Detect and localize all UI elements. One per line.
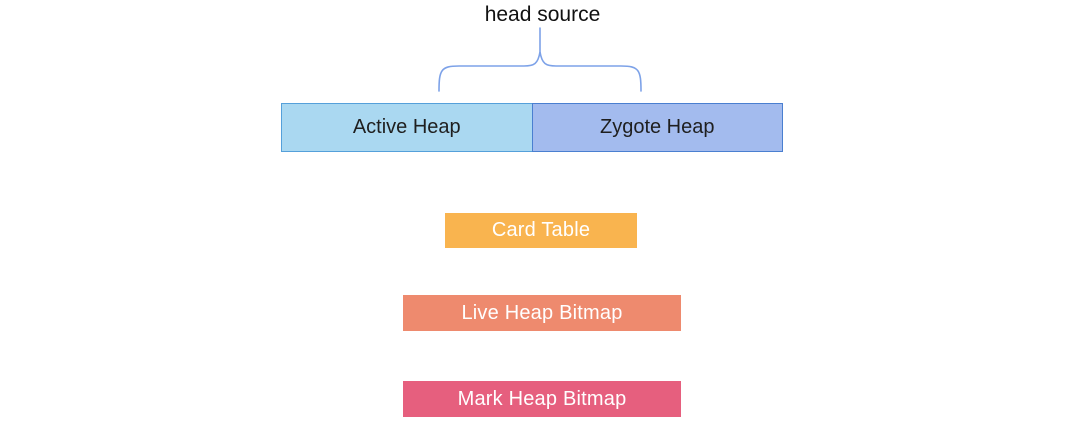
mark-heap-bitmap-bar: Mark Heap Bitmap: [403, 381, 681, 417]
brace-curve: [438, 51, 642, 92]
zygote-heap-box: Zygote Heap: [531, 103, 783, 152]
heap-row: Active Heap Zygote Heap: [281, 103, 783, 152]
active-heap-box: Active Heap: [281, 103, 533, 152]
card-table-bar: Card Table: [445, 213, 637, 248]
mark-heap-bitmap-label: Mark Heap Bitmap: [457, 387, 627, 410]
card-table-label: Card Table: [491, 219, 591, 241]
curly-brace-icon: [438, 27, 642, 92]
zygote-heap-label: Zygote Heap: [599, 116, 715, 138]
live-heap-bitmap-bar: Live Heap Bitmap: [403, 295, 681, 331]
active-heap-label: Active Heap: [352, 116, 461, 138]
head-source-label: head source: [484, 3, 601, 26]
live-heap-bitmap-label: Live Heap Bitmap: [461, 301, 623, 324]
